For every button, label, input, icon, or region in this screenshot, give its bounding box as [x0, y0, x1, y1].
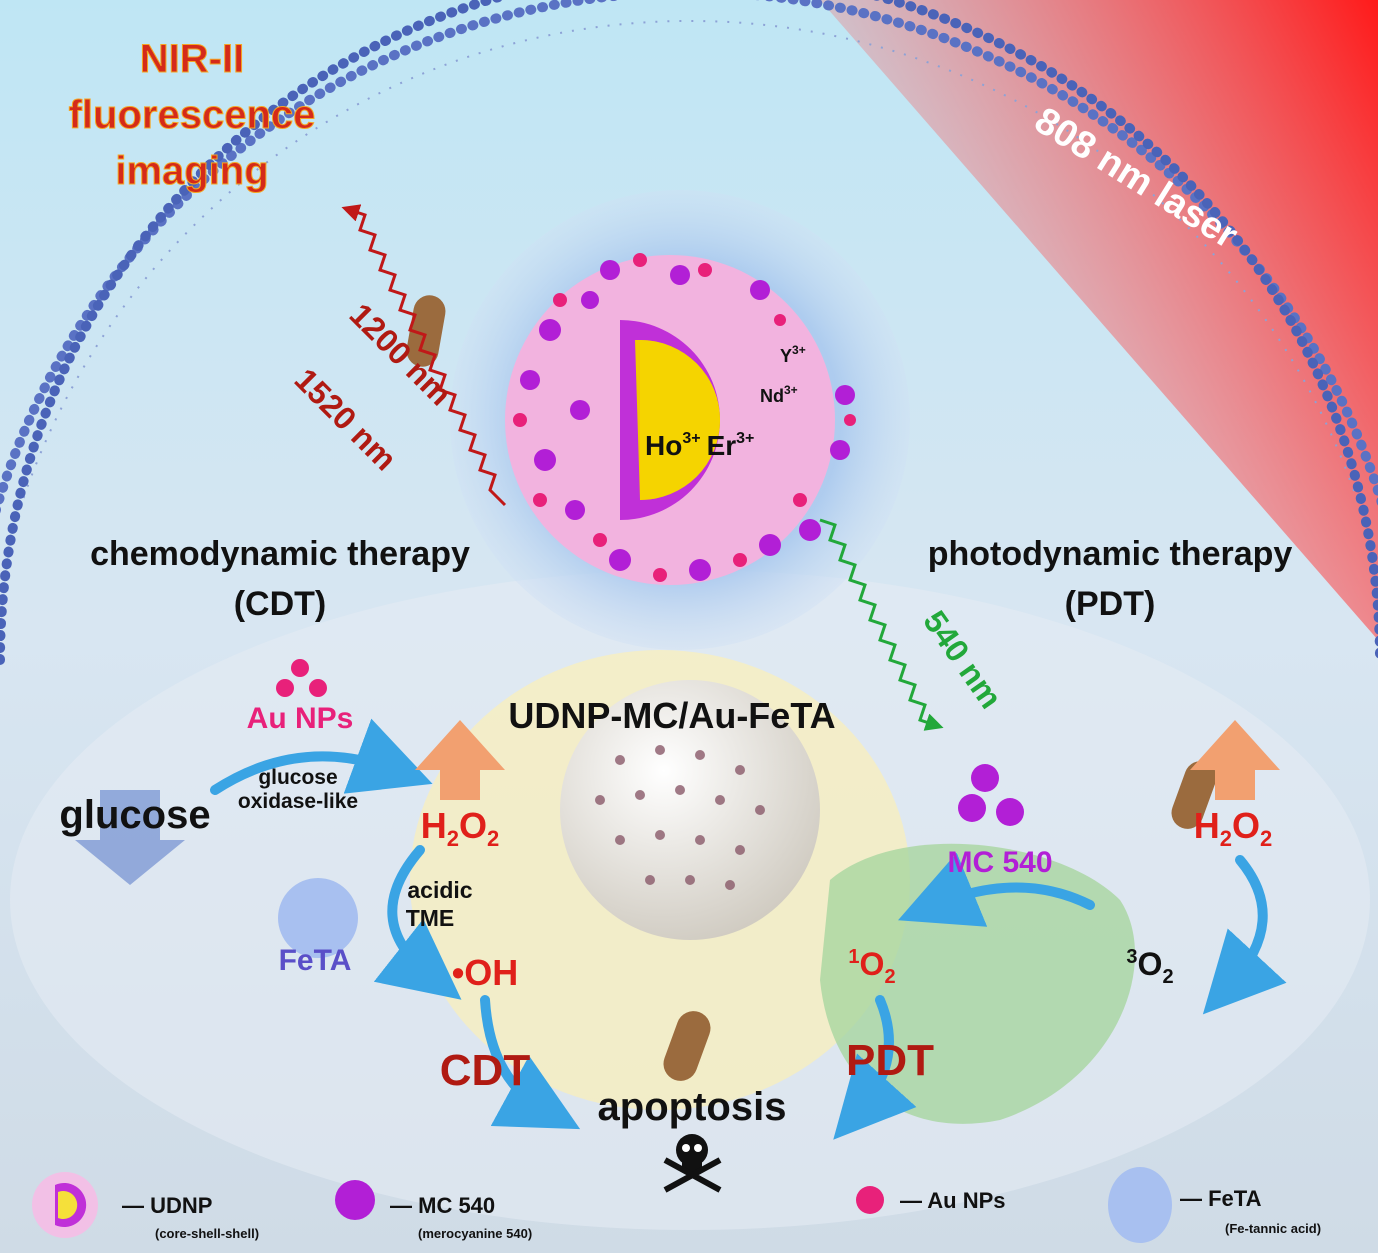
svg-text:Ho3+Er3+: Ho3+Er3+	[645, 430, 754, 461]
singlet-oxygen-label: 1O2	[848, 946, 895, 988]
glucose-down-arrow	[75, 790, 185, 885]
glucose-label: glucose	[59, 793, 210, 837]
au-np-cluster	[276, 659, 327, 697]
pdt-label: PDT	[846, 1036, 934, 1085]
feta-label: FeTA	[279, 944, 352, 977]
laser-beam	[820, 0, 1378, 640]
h2o2-label: H2O2	[1194, 805, 1273, 851]
triplet-oxygen-label: 3O2	[1126, 946, 1173, 988]
imaging-label: NIR-II	[140, 37, 244, 81]
apoptosis-label: apoptosis	[598, 1085, 787, 1129]
enzyme-label: oxidase-like	[238, 790, 358, 813]
au-np-icon	[856, 1186, 884, 1214]
cdt-abbr: (CDT)	[234, 585, 327, 623]
legend-mc540-sub: (merocyanine 540)	[418, 1226, 532, 1241]
hydroxyl-radical-label: •OH	[452, 952, 519, 993]
mitochondrion	[1171, 761, 1217, 829]
legend-mc540: — MC 540	[390, 1193, 495, 1218]
pdt-title: photodynamic therapy	[928, 535, 1293, 573]
mc540-dots	[520, 260, 855, 581]
feta-particle	[278, 878, 358, 958]
acidic-label: acidic	[407, 877, 472, 903]
mc540-icon	[335, 1180, 375, 1220]
nucleus	[560, 680, 820, 940]
skull-icon	[663, 1134, 722, 1193]
imaging-label: fluorescence	[69, 93, 316, 137]
h2o2-up-arrow	[1190, 720, 1280, 800]
feta-icon	[1108, 1167, 1172, 1243]
legend-au: — Au NPs	[900, 1188, 1006, 1213]
legend-udnp-sub: (core-shell-shell)	[155, 1226, 259, 1241]
legend: — UDNP (core-shell-shell) — MC 540 (mero…	[32, 1167, 1321, 1243]
au-nps-label: Au NPs	[247, 702, 354, 735]
svg-text:Nd3+: Nd3+	[760, 383, 798, 406]
nir-emission-arrow	[341, 204, 507, 507]
cdt-title: chemodynamic therapy	[90, 535, 470, 573]
mitochondrion	[663, 1011, 711, 1081]
mc540-cluster	[958, 764, 1024, 826]
green-emission-arrow	[819, 518, 944, 731]
pdt-abbr: (PDT)	[1065, 585, 1156, 623]
legend-feta-sub: (Fe-tannic acid)	[1225, 1221, 1321, 1236]
cdt-label: CDT	[440, 1046, 531, 1095]
imaging-label: imaging	[115, 149, 268, 193]
legend-udnp: — UDNP	[122, 1193, 212, 1218]
mitochondrion	[406, 295, 446, 367]
au-np-dots	[513, 253, 856, 582]
mc540-label: MC 540	[947, 846, 1052, 879]
h2o2-label: H2O2	[421, 805, 500, 851]
enzyme-label: glucose	[258, 766, 337, 789]
legend-feta: — FeTA	[1180, 1186, 1262, 1211]
nanoplatform-title: UDNP-MC/Au-FeTA	[508, 695, 835, 736]
h2o2-up-arrow	[415, 720, 505, 800]
cell-membrane	[0, 0, 1378, 665]
udnp-nanoparticle	[450, 190, 910, 650]
process-arrows	[210, 718, 1287, 1140]
svg-text:Y3+: Y3+	[780, 343, 806, 366]
acidic-label: TME	[406, 905, 455, 931]
